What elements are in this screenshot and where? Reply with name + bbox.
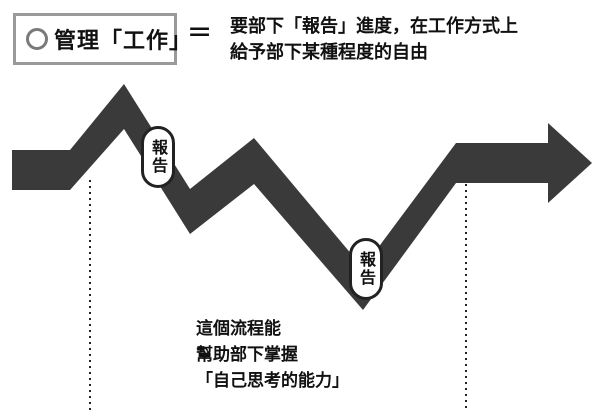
report-label-1: 報告 — [149, 139, 168, 175]
caption-text: 這個流程能 幫助部下掌握 「自己思考的能力」 — [196, 316, 349, 394]
zigzag-arrow — [12, 84, 592, 310]
title-text: 管理「工作」 — [54, 29, 193, 54]
caption-line-3: 「自己思考的能力」 — [196, 371, 349, 391]
caption-line-1: 這個流程能 — [196, 319, 281, 339]
equals-sign: = — [187, 14, 213, 49]
report-pill-1: 報告 — [141, 126, 175, 188]
report-label-2: 報告 — [357, 251, 376, 287]
caption-line-2: 幫助部下掌握 — [196, 345, 298, 365]
title-box: 管理「工作」 — [13, 13, 191, 65]
definition-line-2: 給予部下某種程度的自由 — [230, 42, 428, 63]
definition-text: 要部下「報告」進度，在工作方式上 給予部下某種程度的自由 — [230, 14, 590, 66]
circle-icon — [26, 28, 48, 50]
report-pill-2: 報告 — [349, 238, 383, 300]
definition-line-1: 要部下「報告」進度，在工作方式上 — [230, 16, 518, 37]
